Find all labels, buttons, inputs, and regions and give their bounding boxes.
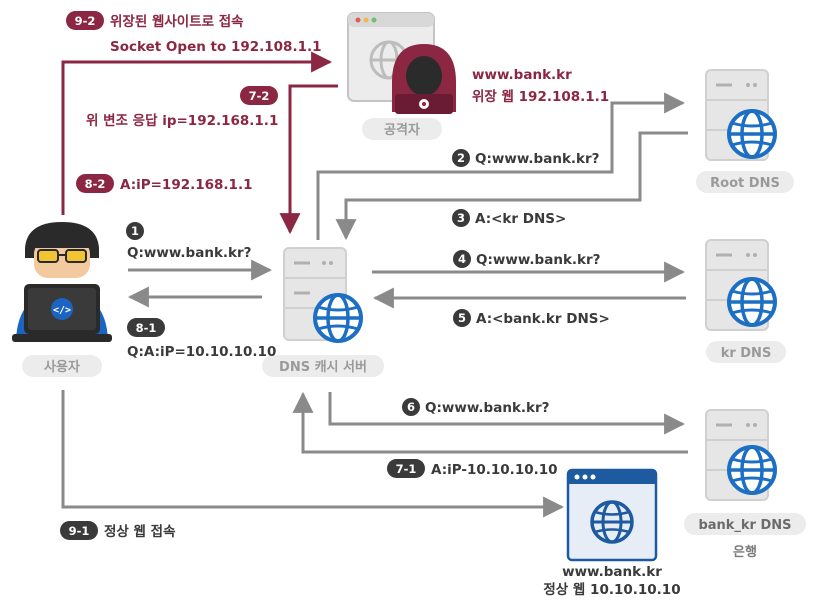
arrow-9-1 (61, 390, 565, 518)
step-badge: 7-2 (249, 89, 270, 103)
kr-dns-label-pill (706, 341, 786, 363)
step-text: Q:www.bank.kr? (476, 252, 601, 268)
step-badge: 4 (458, 252, 466, 266)
step-2: 2 Q:www.bank.kr? (452, 149, 600, 167)
root-dns-label-pill (696, 171, 794, 193)
hacker-icon (392, 44, 456, 114)
user-label: 사용자 (44, 359, 80, 375)
step-text: 위장된 웹사이트로 접속 (110, 13, 244, 30)
step-text: Q:A:iP=10.10.10.10 (127, 344, 276, 360)
globe-icon (727, 109, 777, 159)
arrow-6 (328, 392, 686, 435)
svg-text:</>: </> (53, 305, 71, 316)
dns-cache-label: DNS 캐시 서버 (279, 359, 367, 375)
step-text: 위 변조 응답 ip=192.168.1.1 (86, 112, 278, 129)
step-7-1: 7-1 A:iP-10.10.10.10 (387, 459, 558, 478)
step-text-2: Socket Open to 192.108.1.1 (110, 39, 322, 55)
bank-dns-label-pill (684, 513, 806, 535)
step-badge: 7-1 (396, 462, 417, 476)
attacker-desc: 위장 웹 192.108.1.1 (472, 88, 609, 105)
user-node: </> 사용자 (12, 222, 112, 377)
attacker-node: 공격자 www.bank.kr 위장 웹 192.108.1.1 (347, 12, 609, 140)
user-icon: </> (12, 222, 112, 342)
step-badge: 2 (457, 151, 465, 165)
step-text: A:iP=192.168.1.1 (120, 177, 252, 193)
attacker-label: 공격자 (384, 123, 420, 138)
arrow-2 (316, 92, 686, 240)
step-text: Q:www.bank.kr? (425, 400, 550, 416)
step-3: 3 A:<kr DNS> (452, 209, 566, 227)
step-6: 6 Q:www.bank.kr? (402, 398, 550, 416)
bank-dns-node: bank_kr DNS 은행 (684, 409, 806, 560)
root-dns-label: Root DNS (710, 176, 780, 191)
step-7-2: 7-2 위 변조 응답 ip=192.168.1.1 (86, 86, 278, 129)
globe-icon (313, 293, 363, 343)
globe-icon (590, 500, 634, 544)
step-text: Q:www.bank.kr? (127, 245, 252, 261)
step-9-1: 9-1 정상 웹 접속 (60, 521, 176, 540)
bank-dns-label: bank_kr DNS (698, 518, 791, 533)
attacker-site: www.bank.kr (472, 67, 572, 83)
step-text: A:<bank.kr DNS> (476, 311, 610, 327)
step-1: 1 Q:www.bank.kr? (126, 222, 252, 261)
step-badge: 8-1 (136, 321, 157, 335)
bank-dns-sub: 은행 (733, 544, 757, 560)
kr-dns-label: kr DNS (721, 346, 772, 361)
step-8-1: 8-1 Q:A:iP=10.10.10.10 (127, 318, 276, 360)
globe-icon (727, 277, 777, 327)
arrow-7-1 (292, 391, 688, 454)
step-badge: 5 (458, 311, 466, 325)
dns-cache-label-pill (262, 355, 384, 377)
step-text: 정상 웹 접속 (104, 523, 176, 540)
step-4: 4 Q:www.bank.kr? (453, 250, 601, 268)
root-dns-node: Root DNS (696, 69, 794, 193)
real-web-desc: 정상 웹 10.10.10.10 (543, 581, 680, 598)
real-web-node: www.bank.kr 정상 웹 10.10.10.10 (543, 468, 681, 598)
step-badge: 8-2 (85, 177, 106, 191)
arrow-9-2 (61, 51, 333, 215)
step-badge: 6 (407, 400, 415, 414)
step-badge: 3 (457, 211, 465, 225)
attacker-label-pill (362, 118, 442, 140)
arrow-3 (335, 131, 688, 241)
user-label-pill (22, 355, 102, 377)
globe-icon (727, 445, 777, 495)
step-badge: 9-2 (75, 14, 96, 28)
step-badge: 1 (131, 224, 139, 238)
step-8-2: 8-2 A:iP=192.168.1.1 (76, 174, 252, 193)
arrow-7-2 (279, 84, 338, 235)
step-5: 5 A:<bank.kr DNS> (453, 309, 610, 327)
step-text: A:<kr DNS> (475, 211, 566, 227)
step-text: A:iP-10.10.10.10 (431, 462, 558, 478)
real-web-site: www.bank.kr (562, 564, 662, 580)
step-9-2: 9-2 위장된 웹사이트로 접속 Socket Open to 192.108.… (66, 11, 322, 55)
step-text: Q:www.bank.kr? (475, 151, 600, 167)
dns-cache-node: DNS 캐시 서버 (262, 247, 384, 377)
kr-dns-node: kr DNS (705, 239, 786, 363)
step-badge: 9-1 (69, 524, 90, 538)
